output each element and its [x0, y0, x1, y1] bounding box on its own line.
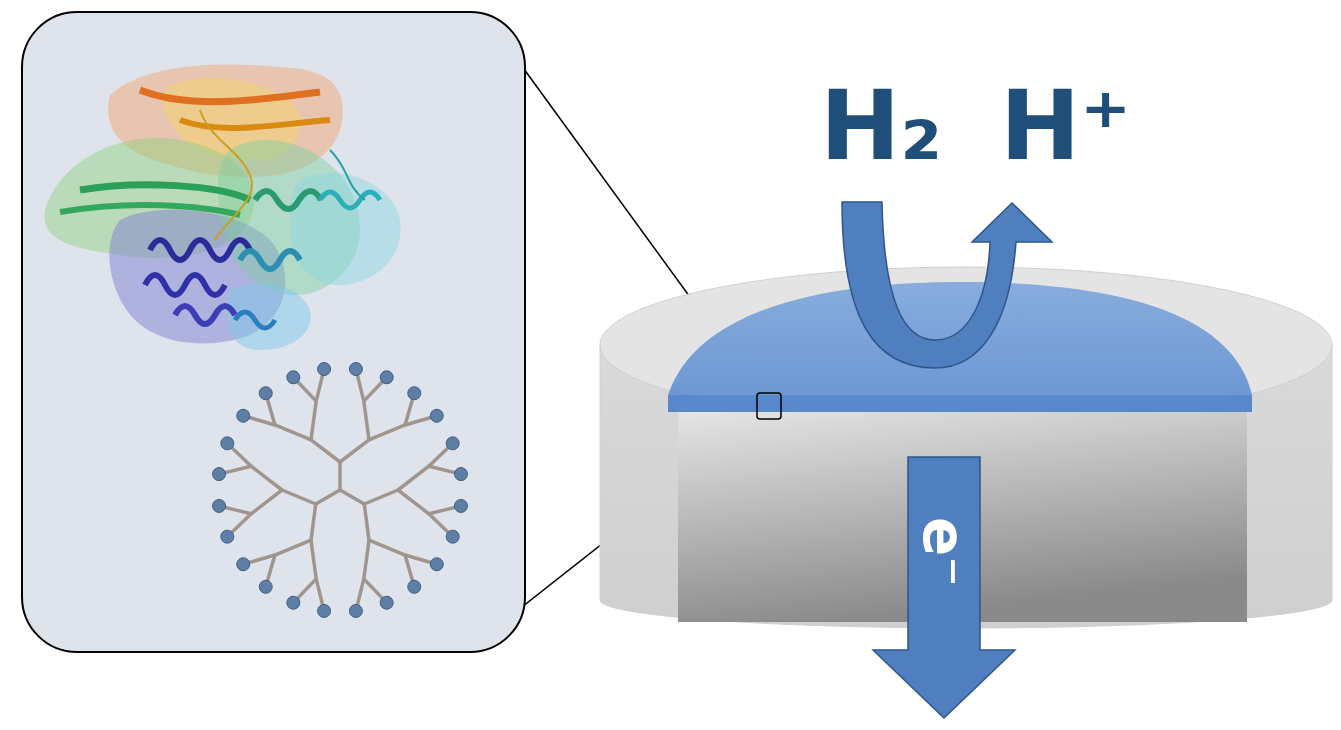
dendrimer-end-group	[259, 580, 272, 593]
dendrimer-end-group	[237, 558, 250, 571]
dendrimer-branch	[311, 401, 316, 440]
dendrimer	[213, 363, 468, 618]
dendrimer-branch	[364, 504, 369, 540]
dendrimer-end-group	[454, 468, 467, 481]
dendrimer-end-group	[318, 604, 331, 617]
dendrimer-end-group	[259, 387, 272, 400]
dendrimer-branch	[364, 401, 369, 440]
dendrimer-end-group	[430, 558, 443, 571]
dendrimer-end-group	[408, 387, 421, 400]
dendrimer-end-group	[349, 363, 362, 376]
dendrimer-branch	[311, 440, 340, 462]
product-label: H⁺	[1000, 78, 1131, 174]
dendrimer-branch	[398, 490, 429, 514]
dendrimer-end-group	[430, 409, 443, 422]
dendrimer-branch	[340, 490, 364, 504]
dendrimer-branch	[338, 462, 342, 490]
electron-label: e⁻	[915, 517, 973, 587]
dendrimer-end-group	[446, 530, 459, 543]
dendrimer-branch	[251, 490, 282, 514]
dendrimer-end-group	[349, 604, 362, 617]
electron-arrow	[873, 457, 1015, 718]
dendrimer-branch	[282, 490, 316, 504]
zoom-panel	[22, 12, 525, 652]
dendrimer-end-group	[221, 437, 234, 450]
dendrimer-branch	[251, 466, 282, 490]
dendrimer-branch	[275, 425, 311, 440]
dendrimer-branch	[340, 440, 369, 462]
dendrimer-end-group	[454, 499, 467, 512]
dendrimer-branch	[364, 540, 369, 579]
zoom-marker	[757, 393, 781, 419]
oxidation-arrow	[842, 202, 1052, 368]
dendrimer-end-group	[446, 437, 459, 450]
dendrimer-branch	[398, 466, 429, 490]
electrode	[600, 267, 1332, 628]
dendrimer-branch	[311, 504, 316, 540]
dendrimer-end-group	[408, 580, 421, 593]
dendrimer-branch	[369, 425, 405, 440]
dendrimer-end-group	[380, 371, 393, 384]
dendrimer-branch	[311, 540, 316, 579]
enzyme-structure	[44, 65, 400, 350]
reactant-label: H₂	[820, 78, 942, 174]
dendrimer-end-group	[287, 371, 300, 384]
dendrimer-branch	[275, 540, 311, 555]
dendrimer-branch	[364, 490, 398, 504]
dendrimer-branch	[316, 490, 340, 504]
dendrimer-end-group	[213, 468, 226, 481]
dendrimer-end-group	[318, 363, 331, 376]
dendrimer-end-group	[380, 596, 393, 609]
dendrimer-branch	[369, 540, 405, 555]
dendrimer-end-group	[237, 409, 250, 422]
dendrimer-end-group	[213, 499, 226, 512]
dendrimer-end-group	[221, 530, 234, 543]
dendrimer-end-group	[287, 596, 300, 609]
